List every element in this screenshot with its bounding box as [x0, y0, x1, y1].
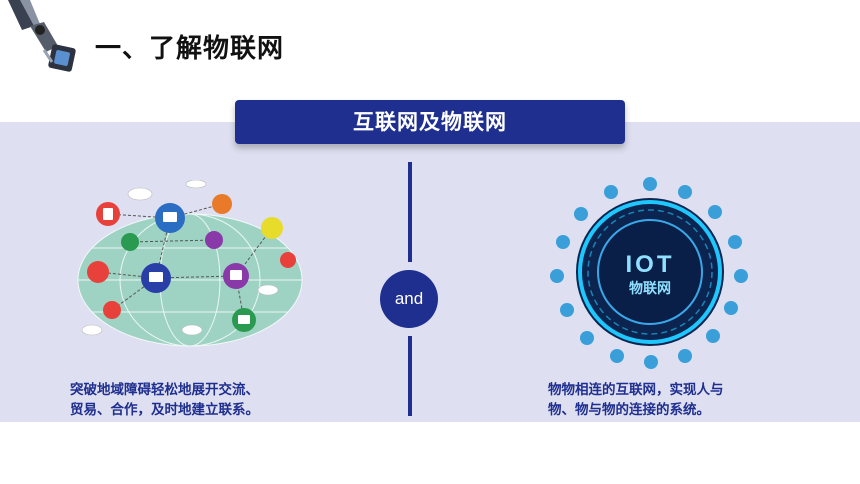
right-caption: 物物相连的互联网，实现人与 物、物与物的连接的系统。 [548, 380, 724, 420]
iot-ring-illustration: IOT 物联网 [550, 177, 748, 369]
banner-title: 互联网及物联网 [235, 100, 625, 144]
left-caption-line1: 突破地域障碍轻松地展开交流、 [70, 382, 259, 398]
right-caption-line2: 物、物与物的连接的系统。 [548, 402, 710, 418]
iot-label: IOT [626, 251, 675, 278]
right-caption-line1: 物物相连的互联网，实现人与 [548, 382, 724, 398]
divider-bottom [408, 336, 412, 416]
left-caption: 突破地域障碍轻松地展开交流、 贸易、合作，及时地建立联系。 [70, 380, 259, 420]
section-title: 一、了解物联网 [95, 34, 285, 64]
left-caption-line2: 贸易、合作，及时地建立联系。 [70, 402, 259, 418]
globe-network-illustration [77, 180, 303, 347]
divider-top [408, 162, 412, 262]
iot-sublabel: 物联网 [629, 280, 671, 297]
and-badge: and [380, 270, 438, 328]
robot-arm-icon [8, 0, 76, 72]
